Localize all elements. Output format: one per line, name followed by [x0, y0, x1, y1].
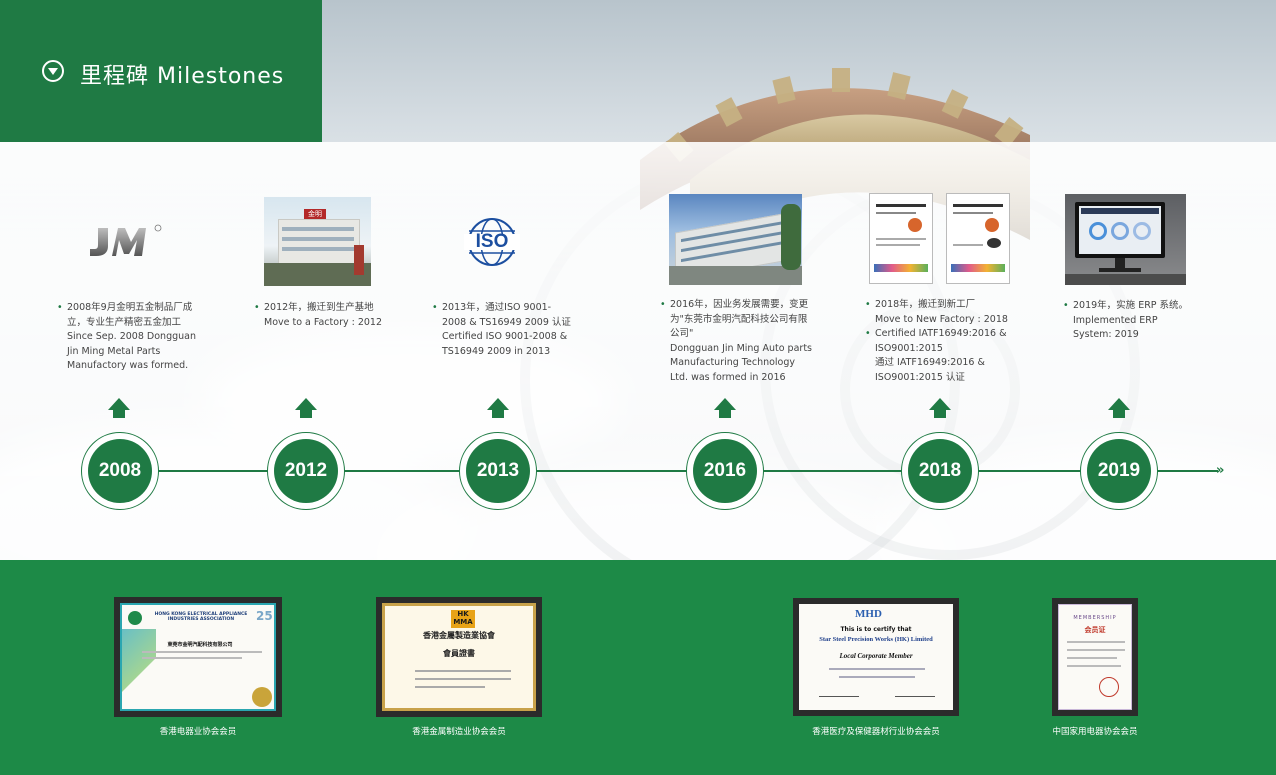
arrow-up-icon [929, 398, 951, 422]
erp-monitor-photo [1065, 194, 1186, 285]
text-line: Move to a Factory : 2012 [264, 316, 383, 328]
text-line: 2018年，搬迁到新工厂 [865, 299, 1015, 312]
iso-logo: ISO [462, 217, 522, 267]
text-line: 通过 IATF16949:2016 & [875, 357, 985, 368]
milestone-text: 2019年，实施 ERP 系统。 Implemented ERP System:… [1063, 300, 1213, 344]
year-node-2019: 2019 [1080, 432, 1158, 510]
cert-doc-title: 會員證書 [443, 649, 475, 658]
cert-heading: This is to certify that [840, 626, 912, 633]
text-line: 2016年，因业务发展需要，变更 [660, 299, 820, 312]
year-label: 2019 [1087, 439, 1151, 503]
text-line: 2012年，搬迁到生产基地 [254, 302, 404, 315]
year-node-2013: 2013 [459, 432, 537, 510]
arrow-up-icon [487, 398, 509, 422]
timeline-line [118, 470, 1218, 472]
text-line: System: 2019 [1073, 329, 1139, 340]
text-line: Implemented ERP [1073, 314, 1158, 326]
arrow-up-icon [714, 398, 736, 422]
text-line: Jin Ming Metal Parts [67, 345, 161, 357]
text-line: TS16949 2009 in 2013 [442, 345, 551, 357]
arrow-up-icon [295, 398, 317, 422]
certificate-cheaa: MEMBERSHIP 会员证 [1052, 598, 1138, 716]
text-line: 2008 & TS16949 2009 认证 [442, 316, 571, 328]
certificate-image [946, 193, 1010, 284]
cert-heading: MEMBERSHIP [1073, 615, 1117, 621]
certificate-mhd: MHD This is to certify that Star Steel P… [793, 598, 959, 716]
text-line: 公司" [670, 328, 694, 339]
text-line: Manufactory was formed. [67, 360, 189, 371]
milestone-text: 2013年，通过ISO 9001- 2008 & TS16949 2009 认证… [432, 302, 582, 360]
year-node-2012: 2012 [267, 432, 345, 510]
cert-org: 香港金屬製造業協會 [423, 631, 495, 640]
certificate-hkmma: HK MMA 香港金屬製造業協會 會員證書 [376, 597, 542, 717]
year-label: 2012 [274, 439, 338, 503]
title-banner: 里程碑 Milestones [0, 0, 322, 142]
text-line: Certified ISO 9001-2008 & [442, 331, 568, 342]
year-node-2016: 2016 [686, 432, 764, 510]
text-line: 2013年，通过ISO 9001- [432, 302, 582, 315]
cert-member: 東莞市金明汽配科技有限公司 [167, 642, 233, 648]
cert-doc-title: 会员证 [1084, 626, 1106, 634]
text-line: 2008年9月金明五金制品厂成 [57, 302, 197, 315]
milestone-text: 2012年，搬迁到生产基地 Move to a Factory : 2012 [254, 302, 404, 331]
cert-member: Star Steel Precision Works (HK) Limited [819, 636, 933, 643]
text-line: Since Sep. 2008 Dongguan [67, 331, 196, 342]
year-label: 2013 [466, 439, 530, 503]
certificate-hkeaia: HONG KONG ELECTRICAL APPLIANCE INDUSTRIE… [114, 597, 282, 717]
iso-logo-text: ISO [475, 231, 509, 252]
mhd-logo: MHD [855, 608, 882, 620]
certificate-caption: 香港医疗及保健器材行业协会会员 [812, 727, 940, 737]
page-title: 里程碑 Milestones [80, 64, 285, 89]
text-line: ISO9001:2015 [875, 342, 943, 354]
cert-org: HONG KONG ELECTRICAL APPLIANCE INDUSTRIE… [154, 612, 248, 622]
text-line: Certified IATF16949:2016 & [865, 328, 1015, 341]
milestone-text: 2016年，因业务发展需要，变更 为"东莞市金明汽配科技公司有限 公司" Don… [660, 299, 820, 386]
certificate-image [869, 193, 933, 284]
certificate-caption: 中国家用电器协会会员 [1052, 727, 1138, 737]
text-line: ISO9001:2015 认证 [875, 371, 965, 383]
text-line: 2019年，实施 ERP 系统。 [1063, 300, 1213, 313]
year-label: 2008 [88, 439, 152, 503]
factory-building-photo: 金明 [264, 197, 371, 286]
arrow-up-icon [108, 398, 130, 422]
text-line: Manufacturing Technology [670, 357, 796, 368]
text-line: Move to New Factory : 2018 [875, 313, 1008, 325]
year-label: 2018 [908, 439, 972, 503]
certificate-caption: 香港电器业协会会员 [159, 727, 237, 737]
text-line: Dongguan Jin Ming Auto parts [670, 342, 812, 354]
factory-sign: 金明 [304, 209, 326, 219]
certificate-caption: 香港金属制造业协会会员 [412, 727, 506, 737]
cert-role: Local Corporate Member [839, 652, 913, 660]
year-node-2018: 2018 [901, 432, 979, 510]
milestone-text: 2018年，搬迁到新工厂 Move to New Factory : 2018 … [865, 299, 1015, 386]
text-line: 立，专业生产精密五金加工 [67, 316, 182, 328]
year-label: 2016 [693, 439, 757, 503]
text-line: Ltd. was formed in 2016 [670, 371, 786, 383]
hkmma-logo: HK MMA [451, 610, 475, 628]
text-line: 为"东莞市金明汽配科技公司有限 [670, 313, 808, 325]
jm-logo [86, 222, 162, 262]
year-node-2008: 2008 [81, 432, 159, 510]
new-factory-photo [669, 194, 802, 285]
timeline-panel [0, 142, 1276, 560]
milestone-text: 2008年9月金明五金制品厂成 立，专业生产精密五金加工 Since Sep. … [57, 302, 197, 375]
chevron-down-circle-icon [42, 60, 64, 82]
cert-badge: 25 [256, 609, 273, 623]
double-chevron-right-icon: » [1216, 463, 1225, 478]
arrow-up-icon [1108, 398, 1130, 422]
